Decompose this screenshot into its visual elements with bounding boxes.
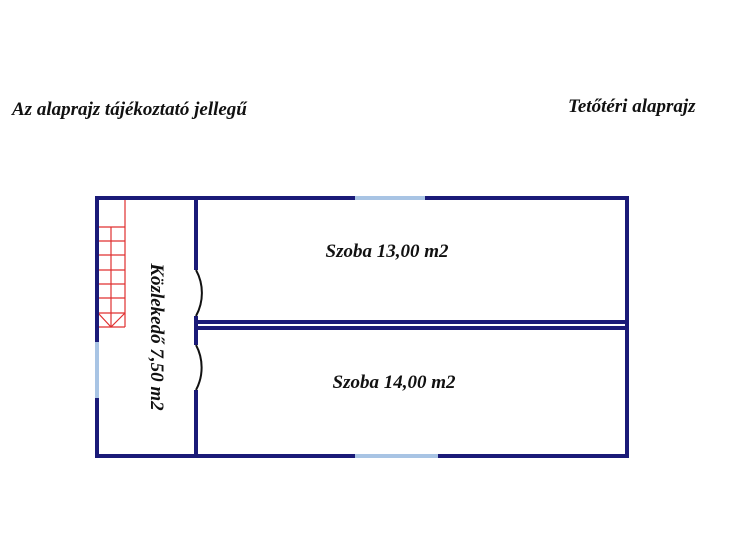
door-room2 <box>195 344 203 391</box>
door-room1 <box>195 269 203 317</box>
walls <box>95 196 629 458</box>
windows <box>95 196 438 458</box>
disclaimer-text: Az alaprajz tájékoztató jellegű <box>12 99 247 120</box>
plan-title: Tetőtéri alaprajz <box>568 96 696 117</box>
room-label: Közlekedő 7,50 m2 <box>146 262 167 411</box>
room-label: Szoba 14,00 m2 <box>333 372 456 393</box>
room-label: Szoba 13,00 m2 <box>326 241 449 262</box>
stairs <box>97 198 126 328</box>
doors <box>195 269 203 391</box>
